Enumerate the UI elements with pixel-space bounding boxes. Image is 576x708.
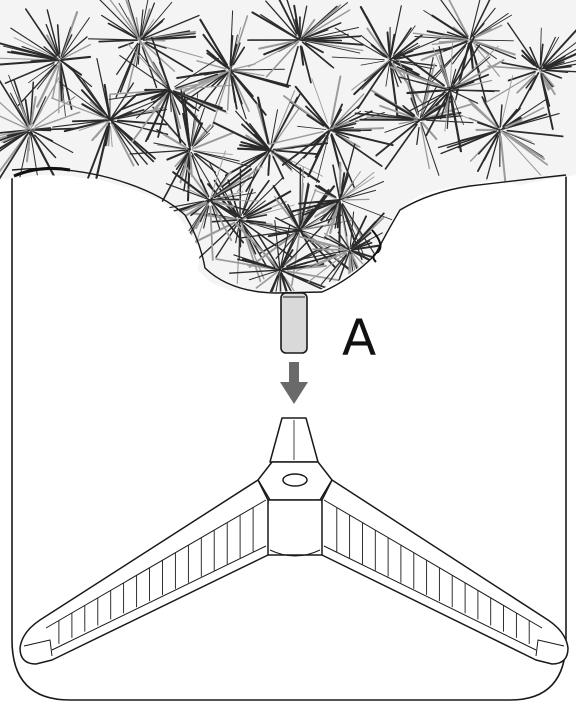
arrow-down-icon <box>280 362 308 404</box>
pine-needle <box>304 40 341 41</box>
pine-needle <box>349 258 350 294</box>
pine-needle <box>342 199 369 200</box>
pine-needle <box>232 69 284 70</box>
stand-leg-left <box>20 480 268 664</box>
pine-needle <box>313 249 344 250</box>
stand-hub-hole <box>283 474 307 486</box>
stand-leg-right <box>322 480 568 664</box>
pine-needle <box>32 60 56 61</box>
pine-needle <box>148 40 165 41</box>
pine-needle <box>350 255 351 287</box>
pine-needle <box>268 155 269 175</box>
tree-branches <box>0 0 576 331</box>
stand-center <box>266 500 324 555</box>
callout-label-a: A <box>342 313 376 363</box>
pine-needle <box>31 130 50 131</box>
pine-needle <box>73 120 107 121</box>
pine-needle <box>334 130 360 131</box>
tree-pole <box>281 293 307 353</box>
tree-stand <box>20 418 568 664</box>
